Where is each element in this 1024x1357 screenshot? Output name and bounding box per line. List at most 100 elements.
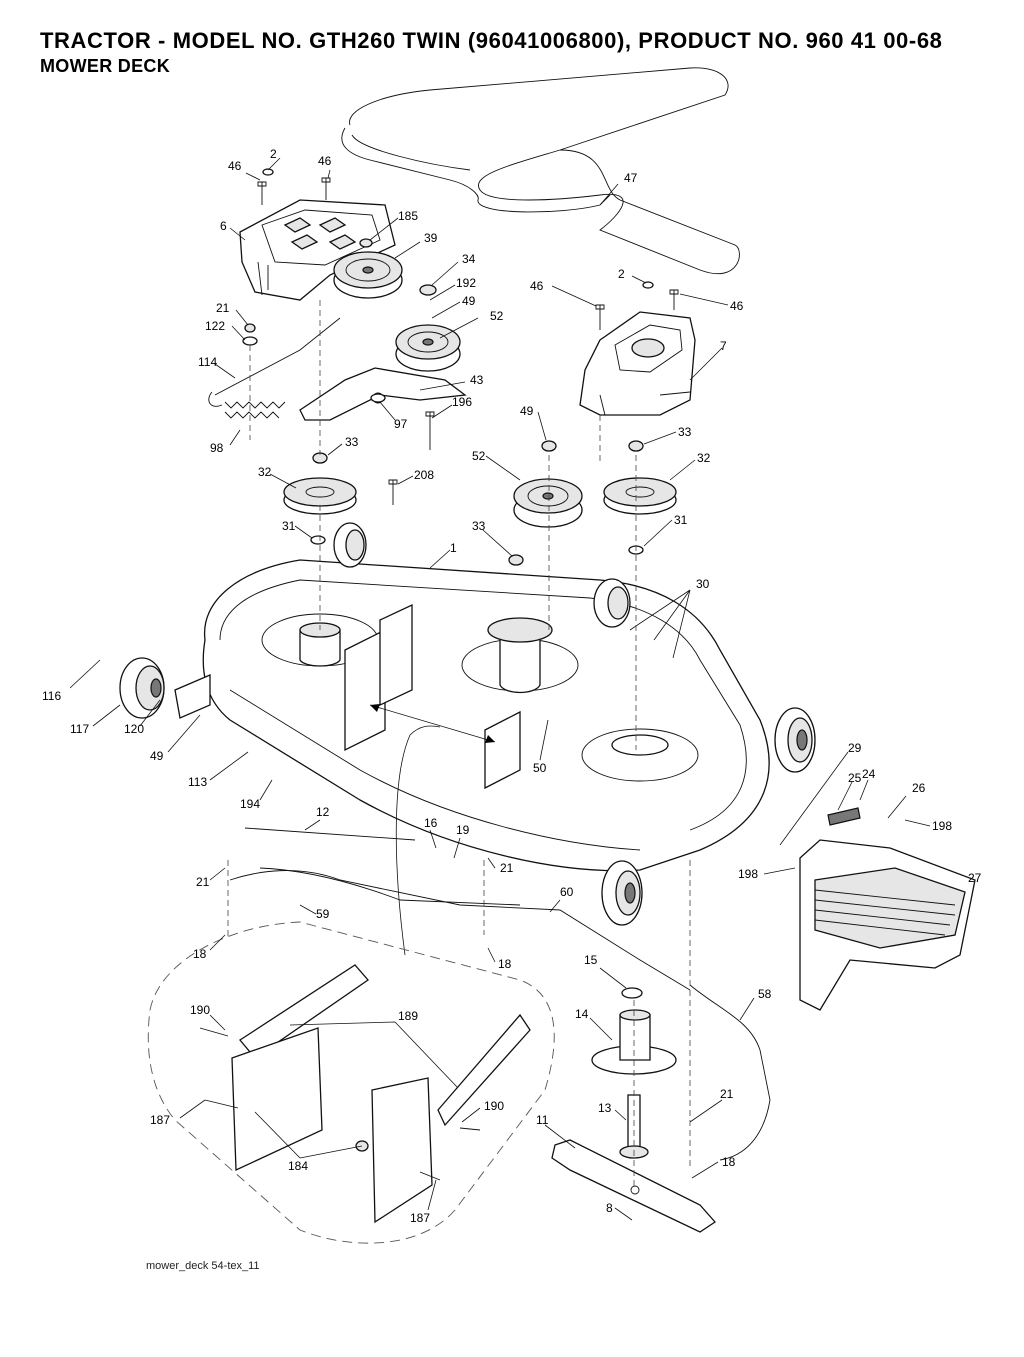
callout-52: 52 xyxy=(490,309,504,323)
discharge-chute-27 xyxy=(799,839,976,1011)
callout-49: 49 xyxy=(150,749,164,763)
callout-208: 208 xyxy=(414,468,434,482)
callout-122: 122 xyxy=(205,319,225,333)
callout-49: 49 xyxy=(520,404,534,418)
callout-2: 2 xyxy=(618,267,625,281)
deck-direction-arrow xyxy=(369,704,496,956)
callout-97: 97 xyxy=(394,417,408,431)
callout-13: 13 xyxy=(598,1101,612,1115)
callout-120: 120 xyxy=(124,722,144,736)
gauge-wheel-front xyxy=(601,860,643,926)
diagram-subtitle: MOWER DECK xyxy=(40,56,170,76)
callout-21: 21 xyxy=(196,875,210,889)
callout-26: 26 xyxy=(912,781,926,795)
mower-deck-1 xyxy=(202,559,770,872)
callout-labels: 46 2 46 185 6 39 34 192 49 52 21 122 114… xyxy=(42,147,982,1225)
callout-114: 114 xyxy=(198,355,217,369)
callout-190: 190 xyxy=(484,1099,504,1113)
callout-189: 189 xyxy=(398,1009,418,1023)
bolts xyxy=(257,177,679,505)
flat-idler-pulley-52-upper xyxy=(395,324,461,372)
belt-cover-6 xyxy=(239,199,396,301)
gauge-wheel-117 xyxy=(119,657,165,719)
callout-194: 194 xyxy=(240,797,260,811)
callout-33: 33 xyxy=(345,435,359,449)
callout-33: 33 xyxy=(472,519,486,533)
callout-6: 6 xyxy=(220,219,227,233)
callout-198: 198 xyxy=(738,867,758,881)
callout-46: 46 xyxy=(228,159,242,173)
callout-184: 184 xyxy=(288,1159,308,1173)
callout-21: 21 xyxy=(720,1087,734,1101)
leader-lines xyxy=(69,157,931,1221)
callout-30: 30 xyxy=(696,577,710,591)
callout-47: 47 xyxy=(624,171,638,185)
callout-34: 34 xyxy=(462,252,476,266)
callout-39: 39 xyxy=(424,231,438,245)
callout-49: 49 xyxy=(462,294,476,308)
lift-rods xyxy=(229,827,771,1161)
callout-18: 18 xyxy=(722,1155,736,1169)
assembly-center-lines xyxy=(227,300,691,1190)
callout-46: 46 xyxy=(318,154,332,168)
callout-31: 31 xyxy=(674,513,688,527)
gauge-wheel-right xyxy=(774,707,816,773)
callout-24: 24 xyxy=(862,767,876,781)
callout-187: 187 xyxy=(410,1211,430,1225)
hardware-nuts xyxy=(242,168,654,566)
callout-98: 98 xyxy=(210,441,224,455)
callout-33: 33 xyxy=(678,425,692,439)
callout-14: 14 xyxy=(575,1007,589,1021)
diagram-title: TRACTOR - MODEL NO. GTH260 TWIN (9604100… xyxy=(40,28,943,53)
callout-46: 46 xyxy=(530,279,544,293)
callout-7: 7 xyxy=(720,339,727,353)
callout-18: 18 xyxy=(498,957,512,971)
pulley-32-right xyxy=(603,477,677,515)
callout-27: 27 xyxy=(968,871,982,885)
callout-8: 8 xyxy=(606,1201,613,1215)
callout-58: 58 xyxy=(758,987,772,1001)
callout-29: 29 xyxy=(848,741,862,755)
deck-hanger-brackets xyxy=(174,603,521,790)
flat-idler-pulley-52-lower xyxy=(513,478,583,528)
callout-32: 32 xyxy=(697,451,711,465)
mower-blade-11 xyxy=(551,1139,716,1233)
hanger-detail-area xyxy=(147,921,555,1244)
callout-2: 2 xyxy=(270,147,277,161)
callout-15: 15 xyxy=(584,953,598,967)
callout-60: 60 xyxy=(560,885,574,899)
spring-98 xyxy=(224,401,286,419)
callout-117: 117 xyxy=(70,722,89,736)
callout-50: 50 xyxy=(533,761,547,775)
callout-187: 187 xyxy=(150,1113,170,1127)
callout-19: 19 xyxy=(456,823,470,837)
rod-114 xyxy=(208,317,341,407)
callout-198: 198 xyxy=(932,819,952,833)
callout-21: 21 xyxy=(216,301,230,315)
callout-1: 1 xyxy=(450,541,457,555)
callout-52: 52 xyxy=(472,449,486,463)
callout-116: 116 xyxy=(42,689,61,703)
callout-113: 113 xyxy=(188,775,207,789)
callout-192: 192 xyxy=(456,276,476,290)
callout-16: 16 xyxy=(424,816,438,830)
belt-47 xyxy=(341,67,740,275)
callout-190: 190 xyxy=(190,1003,210,1017)
callout-18: 18 xyxy=(193,947,207,961)
pulley-32-left xyxy=(283,477,357,515)
callout-25: 25 xyxy=(848,771,862,785)
gauge-wheel-rear-left xyxy=(333,522,367,568)
callout-46: 46 xyxy=(730,299,744,313)
idler-pulley-39 xyxy=(333,251,403,299)
callout-185: 185 xyxy=(398,209,418,223)
callout-196: 196 xyxy=(452,395,472,409)
callout-31: 31 xyxy=(282,519,296,533)
chute-spring-25 xyxy=(827,807,861,826)
callout-43: 43 xyxy=(470,373,484,387)
drawing-reference-id: mower_deck 54-tex_11 xyxy=(146,1260,260,1272)
belt-cover-7 xyxy=(579,311,696,416)
callout-21: 21 xyxy=(500,861,514,875)
callout-59: 59 xyxy=(316,907,330,921)
gauge-wheel-rear-right xyxy=(593,578,631,628)
